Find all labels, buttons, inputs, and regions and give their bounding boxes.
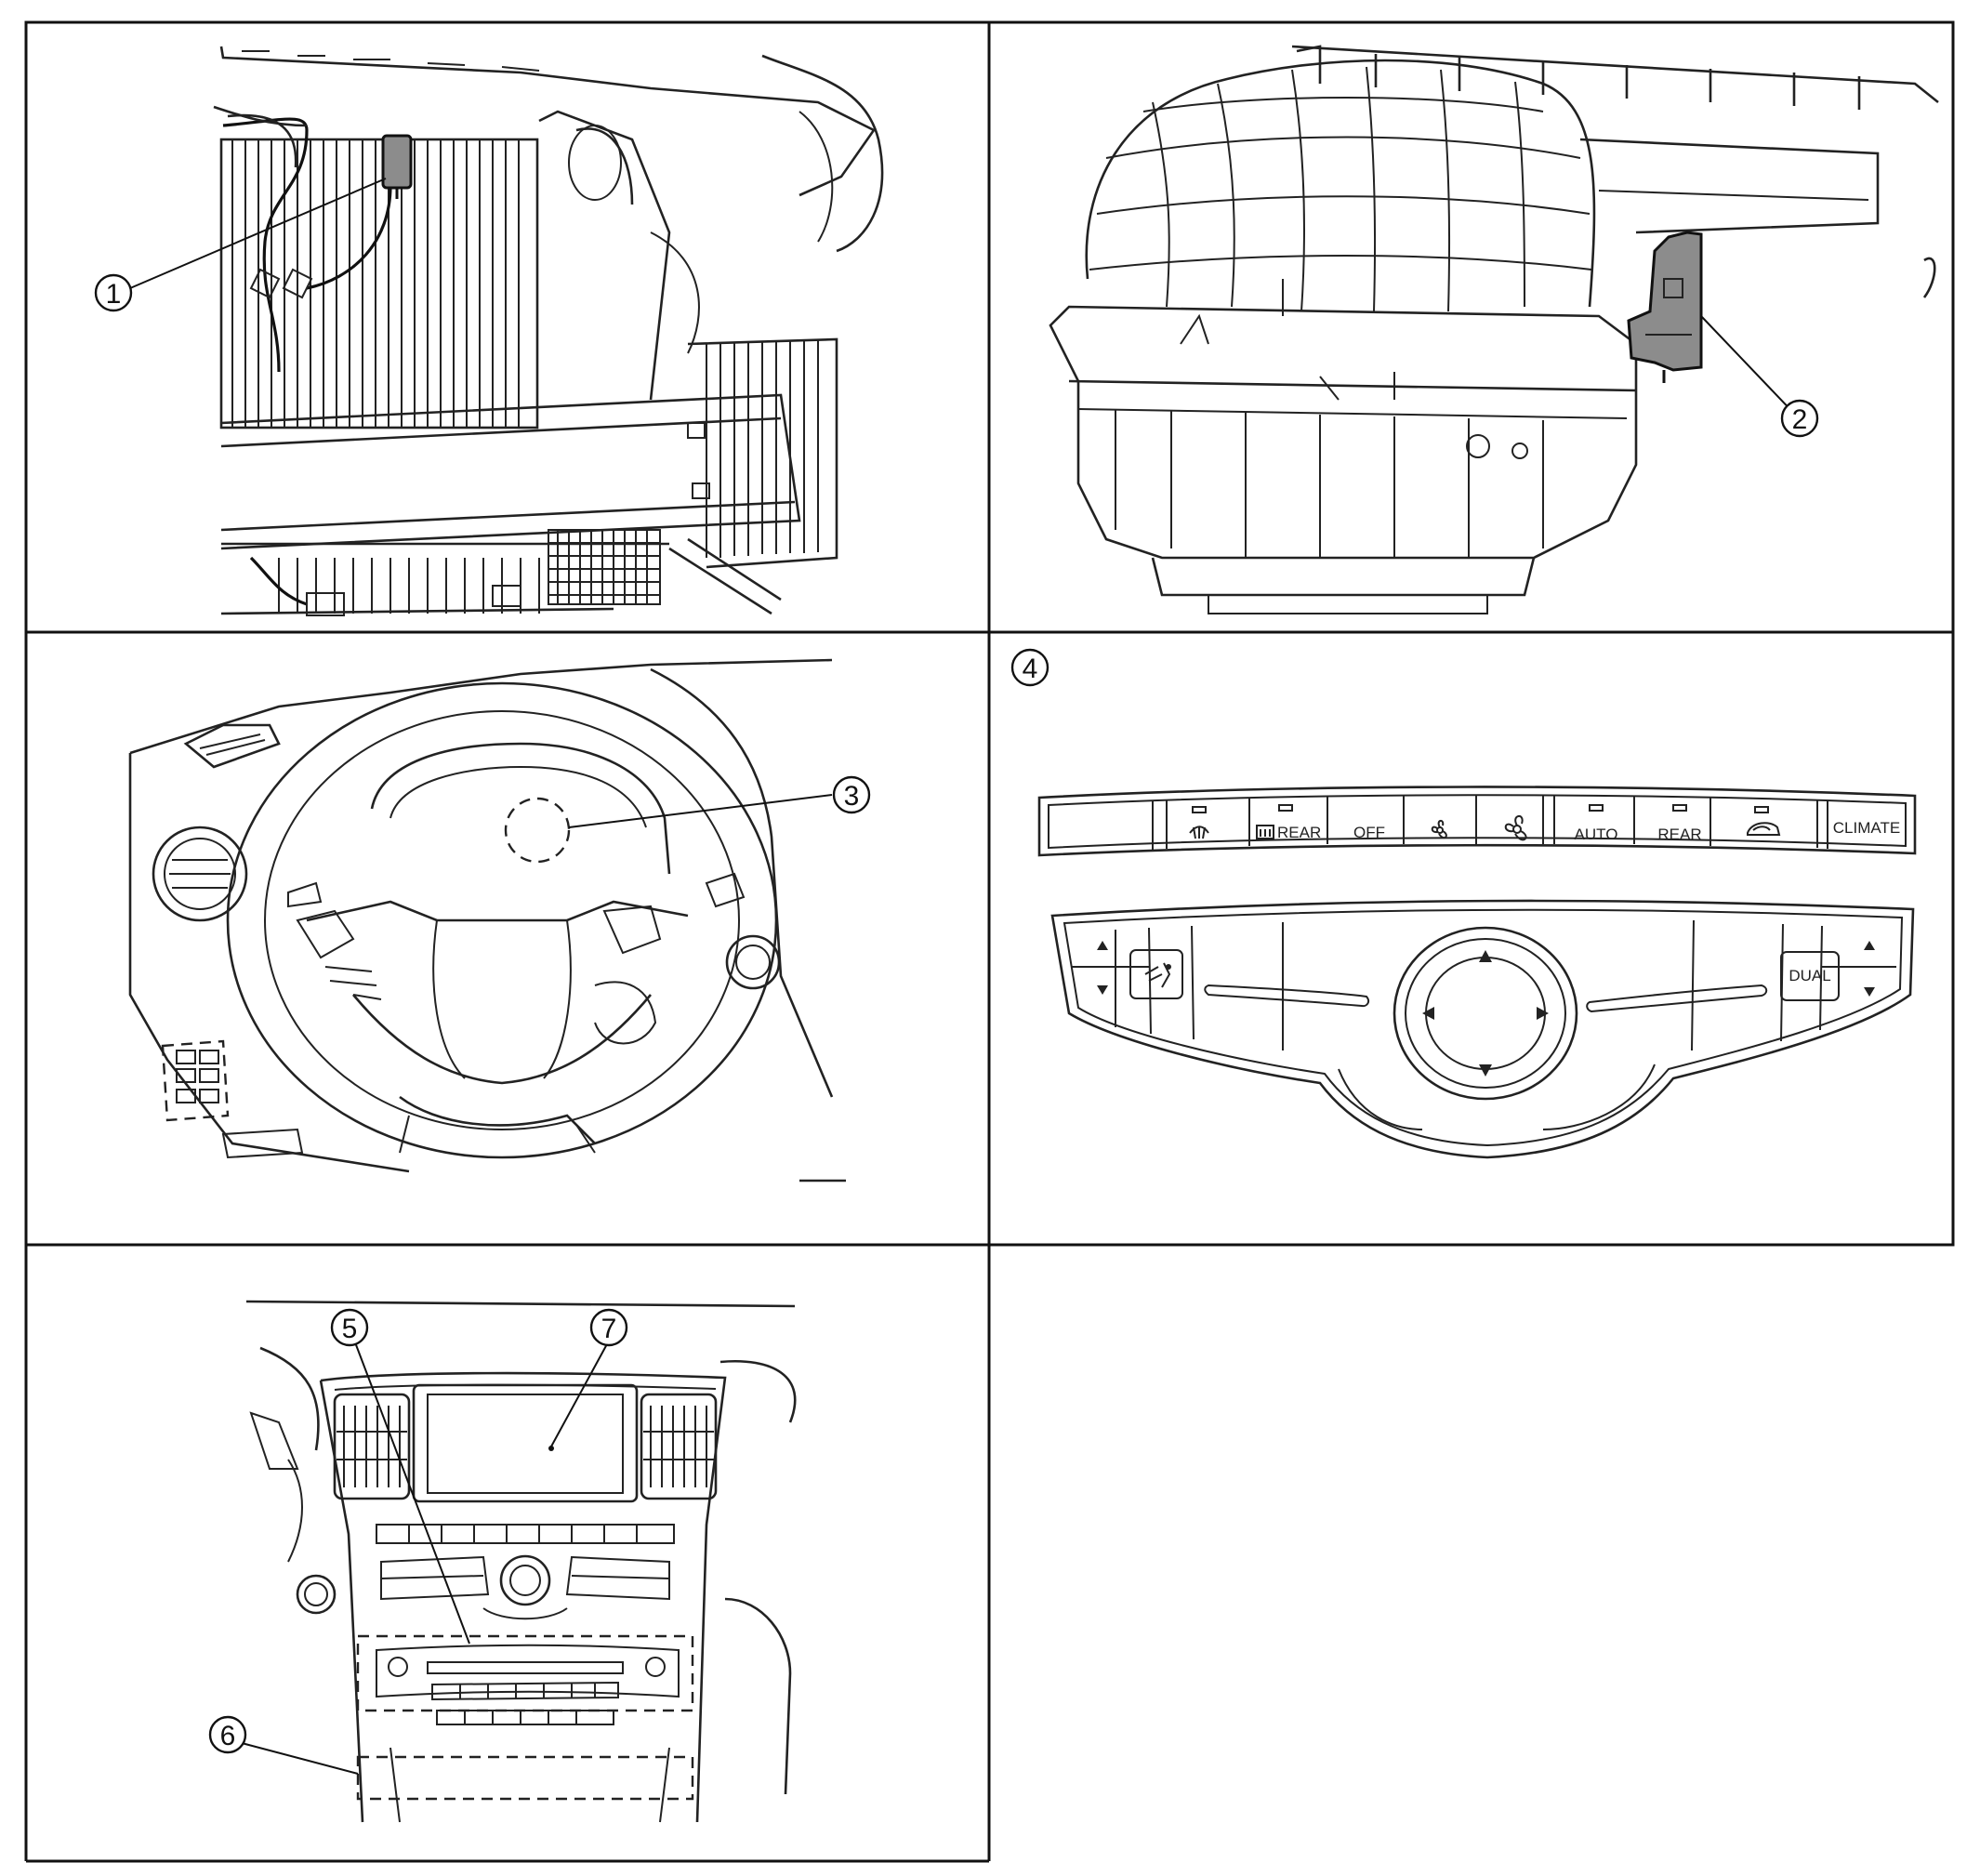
off-button[interactable]: OFF xyxy=(1353,824,1385,841)
passenger-temp-down[interactable] xyxy=(1864,987,1875,997)
intake-door-motor xyxy=(1627,231,1703,372)
panel-blower-unit: 2 xyxy=(1049,45,1939,614)
display-screen xyxy=(412,1383,639,1503)
callout-3: 3 xyxy=(844,781,860,812)
callout-1: 1 xyxy=(106,279,122,310)
rear-defrost-button[interactable]: REAR xyxy=(1256,824,1321,841)
panel-steering-wheel: 3 xyxy=(128,658,871,1182)
fan-down-button[interactable] xyxy=(1431,820,1447,839)
callout-7-circle xyxy=(589,1308,628,1347)
panel-grid xyxy=(24,20,1955,1863)
callout-2-circle xyxy=(1780,399,1819,438)
panel-ac-controls: 4 REAR OFF AUTO REAR xyxy=(1010,648,1917,1159)
front-defrost-button[interactable] xyxy=(1189,826,1209,839)
dual-label: DUAL xyxy=(1789,967,1830,984)
climate-button[interactable]: CLIMATE xyxy=(1833,819,1900,837)
callout-6-circle xyxy=(208,1715,247,1754)
callout-3-circle xyxy=(832,775,871,814)
auto-button[interactable]: AUTO xyxy=(1575,826,1618,843)
multi-function-dial[interactable] xyxy=(1393,926,1578,1101)
callout-7: 7 xyxy=(601,1314,617,1344)
ambient-sensor xyxy=(381,134,413,190)
passenger-temp-up[interactable] xyxy=(1864,941,1875,950)
intake-button[interactable] xyxy=(1747,822,1781,836)
lower-sensor-area xyxy=(356,1755,694,1801)
callout-5: 5 xyxy=(342,1314,358,1344)
callout-6: 6 xyxy=(220,1721,236,1751)
driver-temp-down[interactable] xyxy=(1097,985,1108,995)
callout-4: 4 xyxy=(1023,654,1038,684)
rear-button[interactable]: REAR xyxy=(1657,826,1701,843)
callout-1-circle xyxy=(94,273,133,312)
panel-center-console: 5 7 6 xyxy=(208,1300,797,1823)
fan-up-button[interactable] xyxy=(1504,815,1527,841)
rear-defrost-label: REAR xyxy=(1277,824,1321,841)
panel-front-bumper: 1 xyxy=(94,46,884,616)
callout-5-circle xyxy=(330,1308,369,1347)
driver-temp-up[interactable] xyxy=(1097,941,1108,950)
mode-button[interactable] xyxy=(1129,949,1183,999)
sunload-sensor-location xyxy=(504,797,571,864)
callout-4-circle xyxy=(1010,648,1049,687)
callout-2: 2 xyxy=(1792,404,1808,435)
steering-wheel-rim xyxy=(226,681,778,1159)
dual-button[interactable]: DUAL xyxy=(1780,951,1840,1001)
